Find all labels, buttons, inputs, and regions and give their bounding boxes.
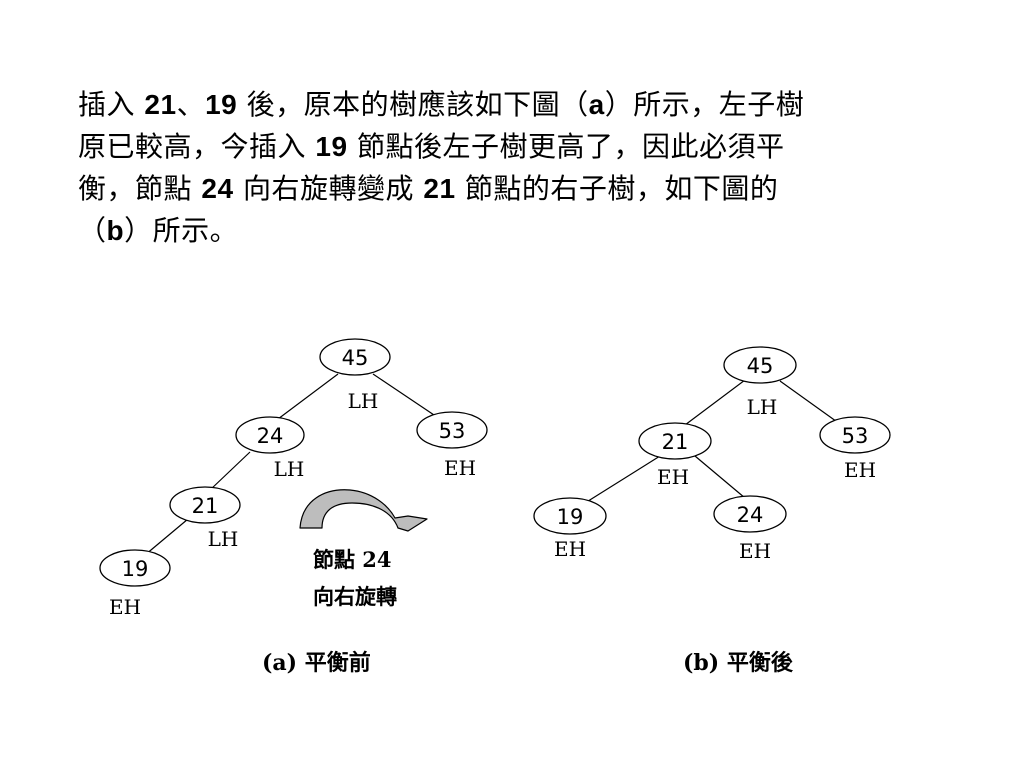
tree-node-24: 24	[713, 495, 787, 533]
edge-21-19	[144, 518, 189, 556]
tree-node-19: 19	[99, 549, 171, 587]
bold-letter: b	[106, 215, 125, 246]
text-segment: 向右旋轉變成	[233, 172, 424, 205]
text-segment: 節點後左子樹更高了，因此必須平	[347, 130, 785, 163]
tree-before-balance: 45 LH 24 LH 53 EH 21 LH 19 EH	[99, 338, 488, 676]
balance-factor: EH	[844, 458, 876, 482]
node-label: 53	[842, 424, 869, 448]
text-segment: 原已較高，今插入	[78, 130, 316, 163]
balance-factor: LH	[747, 395, 778, 419]
text-segment: ）所示。	[124, 214, 239, 247]
text-segment: ）所示，左子樹	[604, 88, 805, 121]
tree-node-53: 53	[416, 411, 488, 449]
text-segment: （	[78, 214, 107, 247]
tree-after-balance: 45 LH 21 EH 53 EH 19 EH 24 EH (b) 平衡後	[533, 346, 891, 676]
balance-factor: EH	[109, 595, 141, 619]
rotation-note-line-1: 節點 24	[313, 547, 392, 572]
balance-factor: LH	[348, 389, 379, 413]
tree-node-45: 45	[319, 338, 391, 376]
edge-21-24	[694, 455, 746, 499]
tree-node-53: 53	[819, 416, 891, 454]
balance-factor: EH	[657, 465, 689, 489]
tree-node-45: 45	[723, 346, 797, 384]
bold-letter: a	[588, 89, 605, 120]
text-segment: 節點的右子樹，如下圖的	[455, 172, 779, 205]
bold-number: 21	[423, 173, 456, 204]
node-label: 45	[342, 346, 369, 370]
edge-45-53	[779, 380, 841, 425]
balance-factor: LH	[274, 457, 305, 481]
tree-node-21: 21	[169, 486, 241, 524]
text-segment: 、	[176, 88, 206, 121]
bold-number: 19	[205, 89, 238, 120]
text-segment: 衡，節點	[78, 172, 202, 205]
bold-number: 21	[144, 89, 177, 120]
node-label: 24	[257, 424, 284, 448]
edge-45-24	[269, 373, 339, 426]
figure-b-caption: (b) 平衡後	[683, 650, 794, 676]
edge-45-53	[372, 373, 441, 420]
paragraph-line-2: 原已較高，今插入 19 節點後左子樹更高了，因此必須平	[78, 126, 958, 168]
bold-number: 24	[201, 173, 234, 204]
node-label: 21	[662, 430, 689, 454]
tree-node-24: 24	[235, 416, 305, 454]
paragraph-line-3: 衡，節點 24 向右旋轉變成 21 節點的右子樹，如下圖的	[78, 168, 958, 210]
paragraph-line-1: 插入 21、19 後，原本的樹應該如下圖（a）所示，左子樹	[78, 84, 958, 126]
node-label: 21	[192, 494, 219, 518]
rotation-note-line-2: 向右旋轉	[313, 584, 397, 609]
node-label: 45	[747, 354, 774, 378]
bold-number: 19	[315, 131, 348, 162]
rotation-arrow-icon	[299, 489, 428, 532]
paragraph-line-4: （b）所示。	[78, 210, 958, 252]
node-label: 19	[557, 505, 584, 529]
tree-node-21: 21	[638, 422, 712, 460]
balance-factor: EH	[739, 539, 771, 563]
node-label: 19	[122, 557, 149, 581]
node-label: 53	[439, 419, 466, 443]
text-segment: 插入	[78, 88, 145, 121]
edge-24-21	[209, 451, 251, 491]
text-segment: 後，原本的樹應該如下圖（	[237, 88, 589, 121]
tree-node-19: 19	[533, 497, 607, 535]
balance-factor: EH	[444, 456, 476, 480]
explanation-paragraph: 插入 21、19 後，原本的樹應該如下圖（a）所示，左子樹 原已較高，今插入 1…	[78, 84, 958, 252]
figure-a-caption: (a) 平衡前	[262, 650, 371, 676]
edge-21-19	[584, 455, 661, 504]
balance-factor: LH	[208, 527, 239, 551]
edge-45-21	[684, 379, 746, 426]
node-label: 24	[737, 503, 764, 527]
balance-factor: EH	[554, 537, 586, 561]
